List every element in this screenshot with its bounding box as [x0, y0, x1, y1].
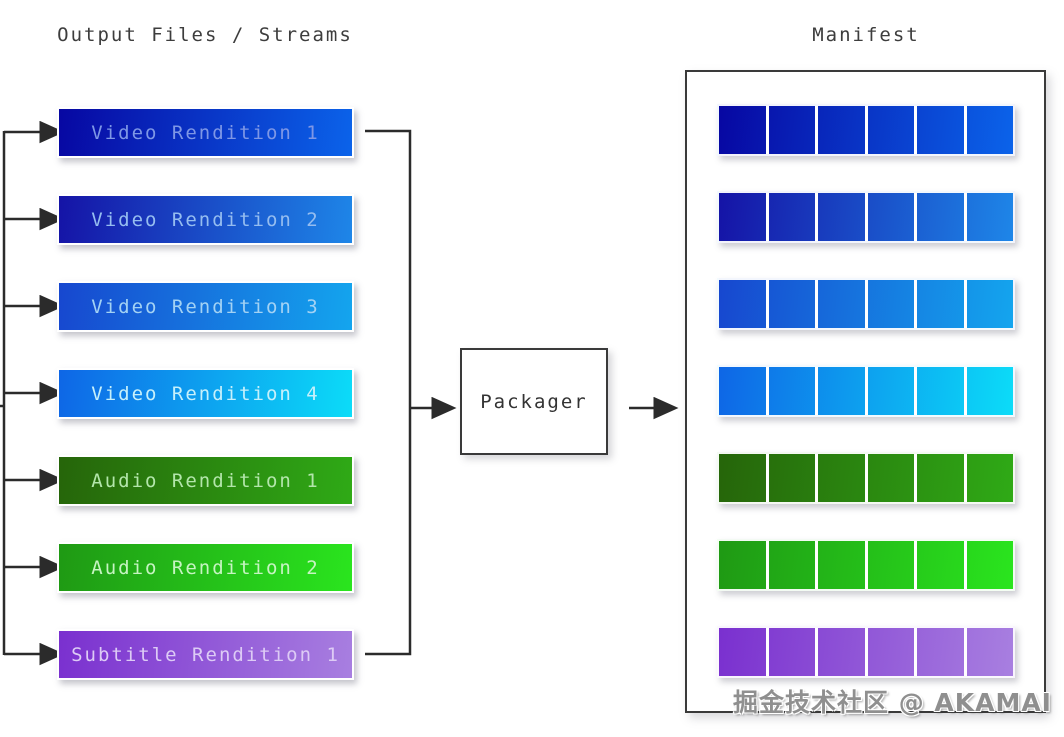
watermark-text: 掘金技术社区 @ AKAMAI: [732, 688, 1052, 717]
manifest-segment: [917, 628, 967, 676]
manifest-segment: [769, 280, 818, 328]
manifest-segment: [917, 454, 967, 502]
manifest-segment: [818, 628, 868, 676]
manifest-segment: [769, 628, 818, 676]
rendition-box-video-2: Video Rendition 2: [57, 194, 354, 245]
manifest-segment: [967, 280, 1014, 328]
manifest-segment: [719, 541, 769, 589]
manifest-segment: [868, 367, 917, 415]
rendition-box-video-4: Video Rendition 4: [57, 368, 354, 419]
rendition-box-audio-1: Audio Rendition 1: [57, 455, 354, 506]
rendition-box-subtitle-1: Subtitle Rendition 1: [57, 629, 354, 680]
rendition-box-audio-2: Audio Rendition 2: [57, 542, 354, 593]
manifest-segment: [868, 280, 917, 328]
manifest-segment: [917, 193, 967, 241]
manifest-row-video-1: [717, 104, 1015, 156]
manifest-segment: [868, 454, 917, 502]
manifest-segment: [818, 280, 868, 328]
manifest-segment: [868, 193, 917, 241]
manifest-row-video-4: [717, 365, 1015, 417]
manifest-segment: [818, 367, 868, 415]
rendition-box-video-3: Video Rendition 3: [57, 281, 354, 332]
manifest-row-audio-2: [717, 539, 1015, 591]
manifest-row-audio-1: [717, 452, 1015, 504]
packager-box: Packager: [460, 348, 608, 455]
manifest-segment: [719, 193, 769, 241]
manifest-segment: [769, 193, 818, 241]
rendition-box-video-1: Video Rendition 1: [57, 107, 354, 158]
manifest-segment: [719, 454, 769, 502]
manifest-segment: [818, 106, 868, 154]
manifest-segment: [719, 106, 769, 154]
manifest-row-subtitle-1: [717, 626, 1015, 678]
input-line: [0, 131, 6, 655]
manifest-segment: [967, 193, 1014, 241]
manifest-segment: [967, 541, 1014, 589]
manifest-segment: [719, 280, 769, 328]
manifest-row-video-3: [717, 278, 1015, 330]
manifest-title: Manifest: [812, 24, 920, 46]
manifest-segment: [769, 106, 818, 154]
manifest-segment: [967, 367, 1014, 415]
manifest-segment: [769, 541, 818, 589]
rendition-label: Video Rendition 2: [91, 208, 320, 231]
collector-bracket: [365, 129, 412, 656]
manifest-segment: [967, 628, 1014, 676]
rendition-label: Audio Rendition 1: [91, 469, 320, 492]
manifest-segment: [917, 541, 967, 589]
packager-label: Packager: [480, 390, 588, 413]
rendition-label: Video Rendition 4: [91, 382, 320, 405]
manifest-segment: [967, 106, 1014, 154]
manifest-segment: [818, 454, 868, 502]
manifest-segment: [769, 367, 818, 415]
manifest-segment: [868, 541, 917, 589]
manifest-segment: [917, 367, 967, 415]
manifest-segment: [868, 628, 917, 676]
rendition-label: Video Rendition 1: [91, 121, 320, 144]
manifest-box: [685, 70, 1046, 713]
manifest-segment: [769, 454, 818, 502]
manifest-segment: [917, 280, 967, 328]
manifest-segment: [818, 541, 868, 589]
manifest-segment: [868, 106, 917, 154]
rendition-arrows: [4, 120, 65, 666]
rendition-label: Video Rendition 3: [91, 295, 320, 318]
manifest-segment: [818, 193, 868, 241]
rendition-label: Subtitle Rendition 1: [71, 643, 340, 666]
rendition-label: Audio Rendition 2: [91, 556, 320, 579]
manifest-row-video-2: [717, 191, 1015, 243]
manifest-segment: [719, 367, 769, 415]
manifest-segment: [967, 454, 1014, 502]
output-files-title: Output Files / Streams: [57, 24, 353, 46]
manifest-segment: [719, 628, 769, 676]
manifest-segment: [917, 106, 967, 154]
